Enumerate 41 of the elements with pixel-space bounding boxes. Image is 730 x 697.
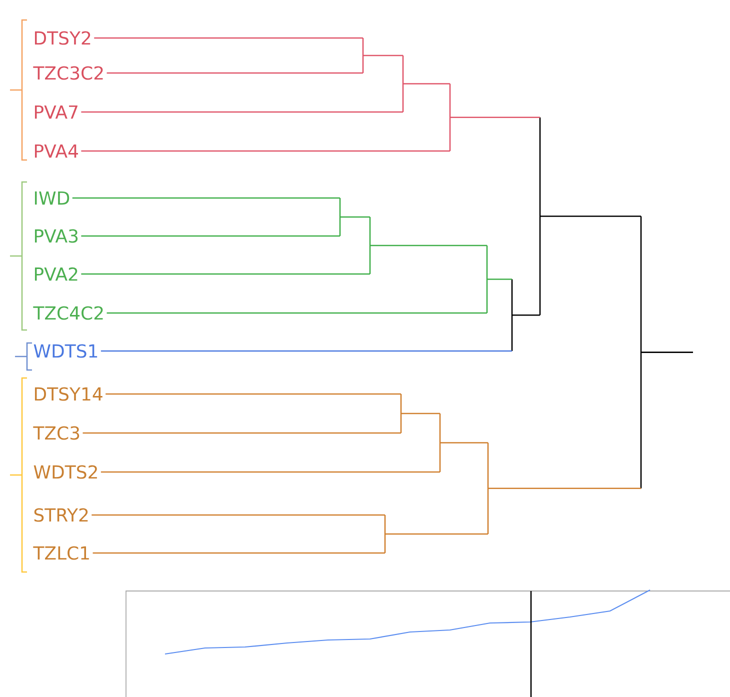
- dendrogram-link: [106, 312, 487, 314]
- leaf-label: PVA7: [34, 105, 78, 119]
- dendrogram-link: [94, 37, 363, 39]
- dendrogram-link: [106, 72, 363, 74]
- leaf-label: WDTS1: [34, 344, 98, 358]
- dendrogram-link: [512, 314, 540, 316]
- dendrogram-link: [81, 273, 370, 275]
- leaf-label: PVA2: [34, 267, 78, 281]
- dendrogram-link: [100, 471, 440, 473]
- dendrogram-link: [72, 197, 340, 199]
- leaf-label: TZC4C2: [33, 306, 103, 320]
- leaf-label: DTSY2: [34, 31, 90, 45]
- dendrogram-link: [450, 116, 540, 118]
- dendrogram-link: [370, 244, 487, 246]
- dendrogram-link: [401, 412, 440, 414]
- leaf-label: PVA3: [34, 229, 78, 243]
- dendrogram-link: [81, 150, 450, 152]
- leaf-label: WDTS2: [34, 465, 97, 479]
- dendrogram-link: [82, 432, 401, 434]
- leaf-label: DTSY14: [34, 387, 102, 401]
- dendrogram-link: [81, 111, 403, 113]
- dendrogram-link: [363, 54, 403, 56]
- dendrogram-link: [488, 488, 641, 490]
- dendrogram-link: [641, 352, 693, 353]
- leaf-label: PVA4: [34, 144, 78, 158]
- leaf-label: STRY2: [34, 508, 88, 522]
- dendrogram-link: [440, 442, 488, 444]
- dendrogram-link: [540, 216, 641, 217]
- dendrogram-link: [403, 83, 450, 84]
- leaf-label: IWD: [34, 191, 70, 205]
- dendrogram-link: [385, 533, 488, 535]
- dendrogram-link: [92, 552, 385, 554]
- dendrogram-link: [92, 514, 385, 516]
- leaf-label: TZC3: [33, 426, 80, 440]
- leaf-label: TZC3C2: [33, 66, 103, 80]
- dendrogram-link: [106, 393, 401, 395]
- dendrogram-link: [81, 235, 340, 237]
- dendrogram-link: [340, 216, 370, 218]
- dendrogram-link: [100, 350, 512, 352]
- leaf-label: TZLC1: [33, 546, 89, 560]
- dendrogram-link: [487, 278, 512, 280]
